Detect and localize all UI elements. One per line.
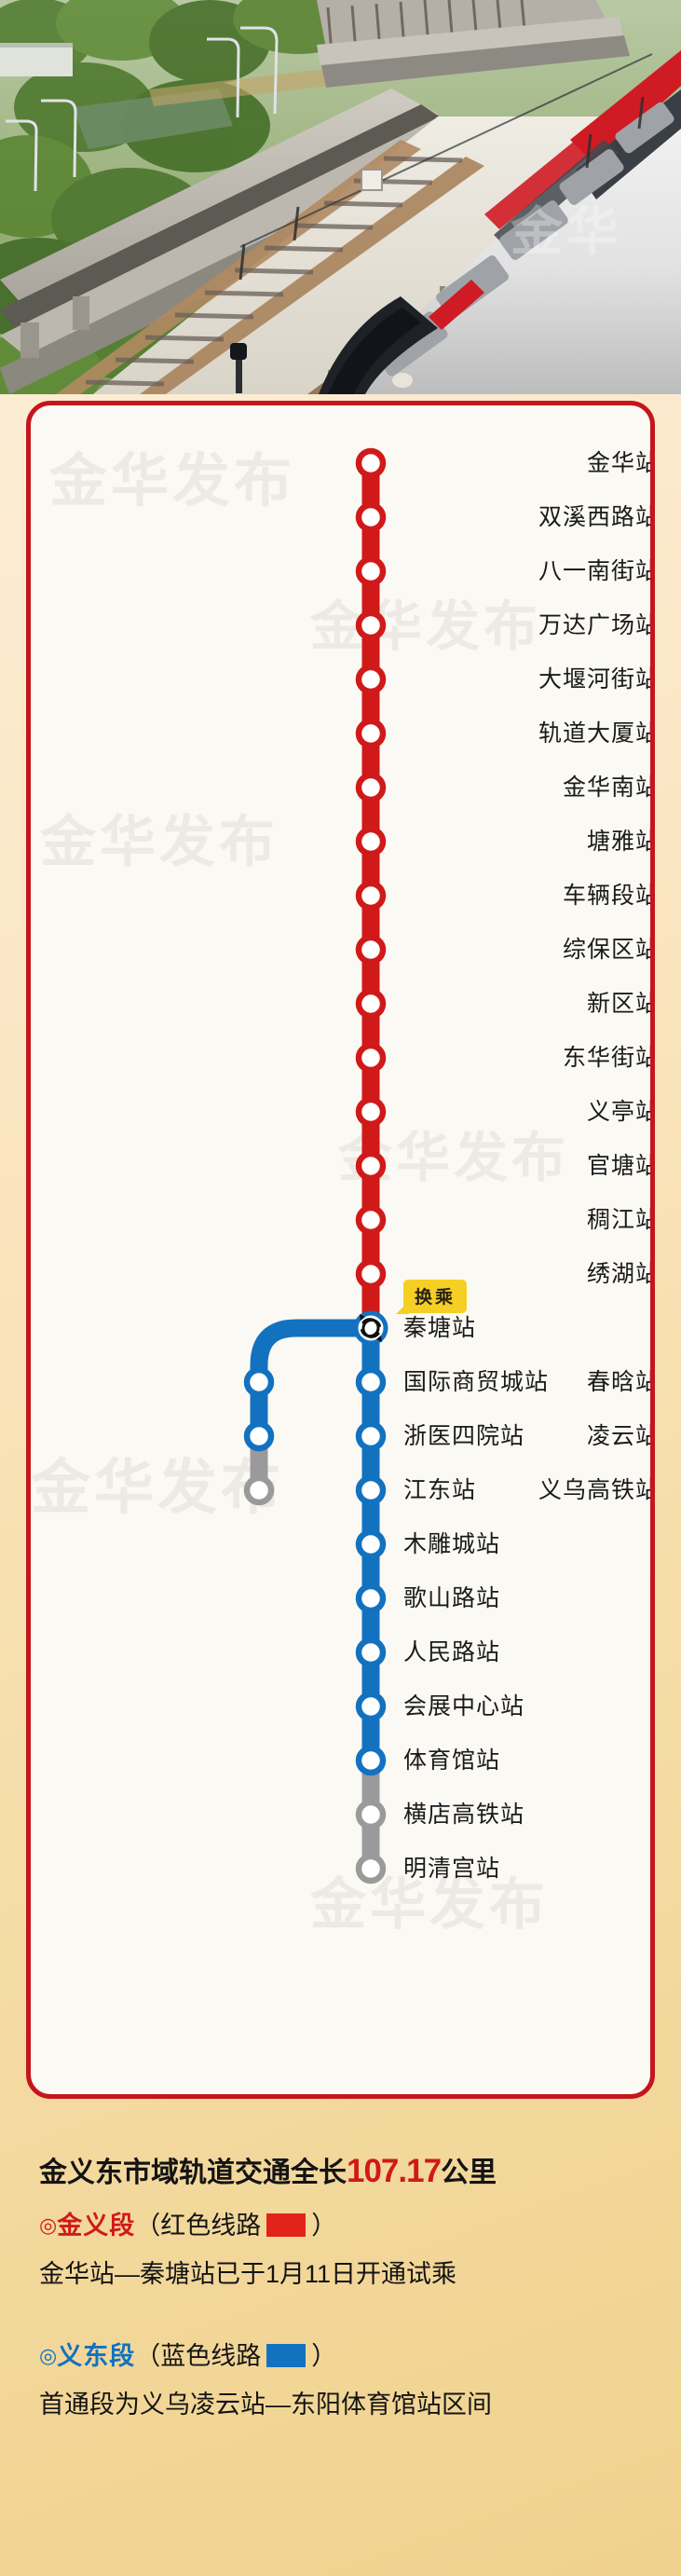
station-label-geshanlu[interactable]: 歌山路站 [403,1585,501,1611]
station-label-mingqinggong[interactable]: 明清宫站 [403,1856,501,1882]
paren-open: （ [135,2212,161,2240]
station-label-xinqu[interactable]: 新区站 [586,991,655,1017]
station-label-tangya[interactable]: 塘雅站 [586,829,655,855]
transfer-station-marker [353,1310,388,1346]
legend-blue-segment: ◎义东段（蓝色线路 ） [39,2336,336,2372]
station-label-wandaguangchang[interactable]: 万达广场站 [538,612,655,638]
red-station-markers [355,447,387,1290]
total-length-number: 107.17 [347,2153,442,2189]
station-label-xiuhu[interactable]: 绣湖站 [586,1261,655,1287]
grey-station-markers [355,1799,387,1884]
station-label-lingyun[interactable]: 凌云站 [586,1423,655,1449]
svg-text:金华: 金华 [510,202,622,261]
photo-illustration: 金华 [0,0,681,394]
station-label-donghuajie[interactable]: 东华街站 [562,1045,655,1071]
station-label-zheyisiyuan[interactable]: 浙医四院站 [403,1423,525,1449]
station-label-jiangdong[interactable]: 江东站 [403,1477,477,1503]
transfer-badge-tail [396,1301,409,1314]
station-label-bayinanjie[interactable]: 八一南街站 [538,558,655,584]
station-label-yiwugaotie[interactable]: 义乌高铁站 [538,1477,655,1503]
station-label-chunhan[interactable]: 春晗站 [586,1369,655,1395]
station-label-huizhanzhongxin[interactable]: 会展中心站 [403,1693,525,1720]
total-length-prefix: 金义东市域轨道交通全长 [39,2158,347,2188]
station-label-qintang[interactable]: 秦塘站 [403,1315,477,1341]
blue-branch-track [250,1319,371,1436]
station-label-choujiang[interactable]: 稠江站 [586,1207,655,1233]
transfer-badge: 换乘 [396,1280,468,1314]
station-label-mudiaocheng[interactable]: 木雕城站 [403,1531,501,1557]
station-label-cheliangduan[interactable]: 车辆段站 [562,883,655,909]
legend-red-description: 金华站—秦塘站已于1月11日开通试乘 [39,2260,457,2288]
station-label-jinhuanan[interactable]: 金华南站 [562,774,655,801]
station-label-guojishangmaocheng[interactable]: 国际商贸城站 [403,1369,550,1395]
total-length-title: 金义东市域轨道交通全长107.17公里 [39,2149,497,2190]
blue-station-markers [355,1366,387,1776]
bullet-icon: ◎ [39,2344,58,2367]
route-lines-svg [243,447,388,1884]
legend-red-segment: ◎金义段（红色线路 ） [39,2205,336,2241]
blue-color-swatch [266,2344,306,2367]
station-label-yiting[interactable]: 义亭站 [586,1099,655,1125]
legend-blue-name: 义东段 [57,2342,136,2370]
station-label-shuangxixilu[interactable]: 双溪西路站 [538,504,655,530]
legend-red-line-label: 红色线路 [160,2212,262,2240]
legend-blue-line-label: 蓝色线路 [160,2342,262,2370]
legend-blue-description: 首通段为义乌凌云站—东阳体育馆站区间 [39,2391,492,2418]
station-label-renminlu[interactable]: 人民路站 [403,1639,501,1665]
station-label-hengdiangaotie[interactable]: 横店高铁站 [403,1802,525,1828]
red-color-swatch [266,2213,306,2237]
route-diagram: 金华站 双溪西路站 八一南街站 万达广场站 大堰河街站 轨道大厦站 金华南站 塘… [31,405,655,2094]
station-label-guantang[interactable]: 官塘站 [586,1153,655,1179]
station-label-zongbaoqu[interactable]: 综保区站 [562,937,655,963]
legend-footer: 金义东市域轨道交通全长107.17公里 ◎金义段（红色线路） 金华站—秦塘站已于… [0,2104,681,2576]
station-label-dayanhejie[interactable]: 大堰河街站 [538,666,655,692]
bullet-icon: ◎ [39,2213,58,2237]
route-map-card: 金华发布 金华发布 金华发布 金华发布 金华发布 金华发布 [26,401,655,2099]
paren-close: ） [311,2212,337,2240]
header-photo: 金华 [0,0,681,394]
transfer-badge-label: 换乘 [415,1288,456,1308]
paren-open: （ [135,2342,161,2370]
total-length-suffix: 公里 [441,2158,497,2188]
station-label-guidaodasha[interactable]: 轨道大厦站 [538,720,655,747]
paren-close: ） [311,2342,337,2370]
station-label-jinhua[interactable]: 金华站 [586,450,655,476]
station-label-tiyuguan[interactable]: 体育馆站 [403,1747,501,1774]
branch-station-markers [243,1366,275,1506]
legend-red-name: 金义段 [57,2212,136,2240]
